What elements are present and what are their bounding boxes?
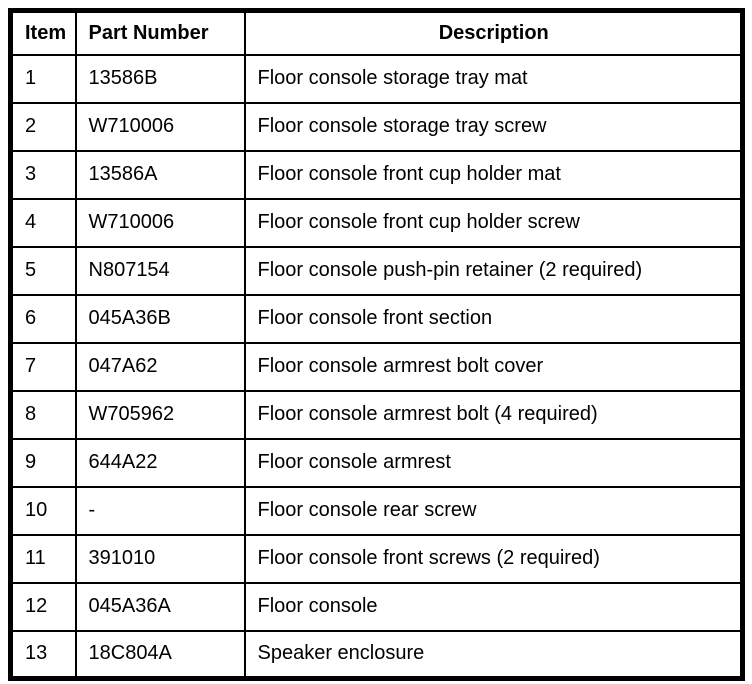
table-row: 1 13586B Floor console storage tray mat — [9, 53, 744, 104]
table-row: 5 N807154 Floor console push-pin retaine… — [9, 245, 744, 296]
table-row: 3 13586A Floor console front cup holder … — [9, 149, 744, 200]
cell-item: 8 — [9, 389, 77, 440]
cell-item: 1 — [9, 53, 77, 104]
cell-item: 3 — [9, 149, 77, 200]
cell-description: Floor console armrest bolt cover — [243, 341, 744, 392]
table-row: 4 W710006 Floor console front cup holder… — [9, 197, 744, 248]
cell-part-number: 391010 — [74, 533, 246, 584]
cell-part-number: W705962 — [74, 389, 246, 440]
parts-table: Item Part Number Description 1 13586B Fl… — [8, 8, 745, 681]
cell-item: 11 — [9, 533, 77, 584]
cell-part-number: W710006 — [74, 197, 246, 248]
table-row: 13 18C804A Speaker enclosure — [9, 629, 744, 680]
cell-part-number: 045A36A — [74, 581, 246, 632]
header-description: Description — [243, 9, 744, 56]
cell-part-number: 047A62 — [74, 341, 246, 392]
table-row: 8 W705962 Floor console armrest bolt (4 … — [9, 389, 744, 440]
cell-part-number: W710006 — [74, 101, 246, 152]
header-item: Item — [9, 9, 77, 56]
cell-description: Floor console front cup holder mat — [243, 149, 744, 200]
cell-item: 13 — [9, 629, 77, 680]
cell-part-number: N807154 — [74, 245, 246, 296]
table-row: 7 047A62 Floor console armrest bolt cove… — [9, 341, 744, 392]
table-header-row: Item Part Number Description — [9, 9, 744, 56]
cell-description: Speaker enclosure — [243, 629, 744, 680]
cell-part-number: 045A36B — [74, 293, 246, 344]
cell-item: 4 — [9, 197, 77, 248]
table-row: 6 045A36B Floor console front section — [9, 293, 744, 344]
cell-description: Floor console storage tray mat — [243, 53, 744, 104]
cell-item: 7 — [9, 341, 77, 392]
cell-part-number: 13586A — [74, 149, 246, 200]
cell-description: Floor console front screws (2 required) — [243, 533, 744, 584]
cell-item: 12 — [9, 581, 77, 632]
cell-description: Floor console front cup holder screw — [243, 197, 744, 248]
table-row: 11 391010 Floor console front screws (2 … — [9, 533, 744, 584]
cell-description: Floor console rear screw — [243, 485, 744, 536]
cell-item: 2 — [9, 101, 77, 152]
cell-item: 10 — [9, 485, 77, 536]
cell-item: 9 — [9, 437, 77, 488]
cell-description: Floor console front section — [243, 293, 744, 344]
cell-description: Floor console armrest — [243, 437, 744, 488]
cell-description: Floor console — [243, 581, 744, 632]
cell-part-number: 18C804A — [74, 629, 246, 680]
table-row: 12 045A36A Floor console — [9, 581, 744, 632]
table-row: 9 644A22 Floor console armrest — [9, 437, 744, 488]
table-row: 10 - Floor console rear screw — [9, 485, 744, 536]
table-row: 2 W710006 Floor console storage tray scr… — [9, 101, 744, 152]
cell-part-number: - — [74, 485, 246, 536]
cell-part-number: 644A22 — [74, 437, 246, 488]
cell-item: 6 — [9, 293, 77, 344]
cell-part-number: 13586B — [74, 53, 246, 104]
header-part-number: Part Number — [74, 9, 246, 56]
cell-description: Floor console armrest bolt (4 required) — [243, 389, 744, 440]
cell-description: Floor console storage tray screw — [243, 101, 744, 152]
cell-description: Floor console push-pin retainer (2 requi… — [243, 245, 744, 296]
cell-item: 5 — [9, 245, 77, 296]
